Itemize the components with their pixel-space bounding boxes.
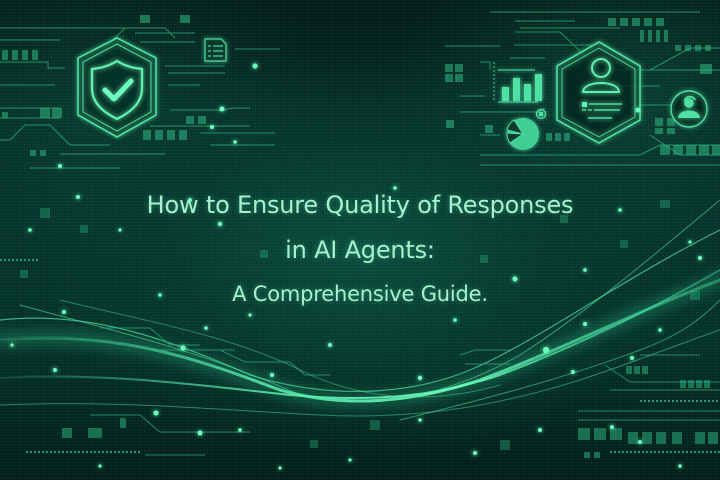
user-circle-icon xyxy=(670,90,708,128)
title-line-2: in AI Agents: xyxy=(285,236,435,264)
user-profile-icon xyxy=(556,41,641,144)
document-icon xyxy=(204,38,227,62)
bar-chart-icon xyxy=(493,62,542,103)
subtitle: A Comprehensive Guide. xyxy=(232,282,488,306)
pie-chart-icon xyxy=(506,108,547,150)
title-line-1: How to Ensure Quality of Responses xyxy=(146,191,574,219)
shield-check-icon xyxy=(77,37,157,138)
